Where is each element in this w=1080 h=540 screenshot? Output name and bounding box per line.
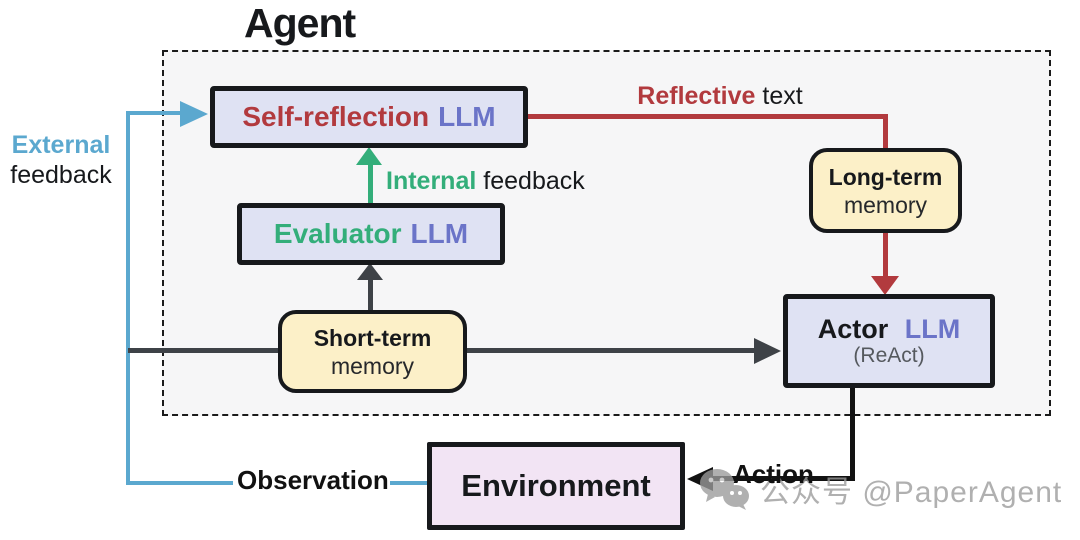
environment-node: Environment (427, 442, 685, 530)
long-term-line2: memory (843, 191, 928, 218)
internal-feedback-arrowhead-icon (356, 147, 382, 165)
external-feedback-line-vertical (126, 111, 130, 485)
reflective-to-longterm-line (883, 114, 888, 150)
shortterm-to-evaluator-line (368, 278, 373, 312)
longterm-to-actor-arrowhead-icon (871, 276, 899, 295)
observation-label: Observation (237, 465, 389, 495)
short-term-memory-node: Short-term memory (278, 310, 467, 393)
reflective-text-line (527, 114, 887, 119)
agent-title: Agent (244, 0, 356, 46)
observation-line-right (390, 481, 428, 485)
actor-llm-suffix: LLM (904, 314, 961, 344)
self-reflection-llm-node: Self-reflection LLM (210, 86, 528, 148)
action-label: Action (733, 459, 814, 489)
short-term-line1: Short-term (313, 324, 432, 351)
actor-llm-node: Actor LLM (ReAct) (783, 294, 995, 388)
environment-label: Environment (461, 468, 651, 503)
longterm-to-actor-line (883, 232, 888, 278)
self-reflection-llm-suffix: LLM (438, 101, 496, 132)
external-feedback-arrowhead-icon (180, 101, 208, 127)
external-feedback-line-top (126, 111, 182, 115)
evaluator-label: Evaluator (273, 218, 402, 249)
observation-line-left (126, 481, 233, 485)
self-reflection-label: Self-reflection (242, 101, 430, 132)
long-term-memory-node: Long-term memory (809, 148, 962, 233)
internal-feedback-line (368, 163, 373, 205)
trajectory-arrowhead-icon (754, 338, 781, 364)
actor-subtitle: (ReAct) (853, 344, 925, 367)
evaluator-llm-node: Evaluator LLM (237, 203, 505, 265)
long-term-line1: Long-term (828, 163, 943, 190)
wechat-icon (700, 469, 749, 510)
external-feedback-label: External feedback (10, 131, 112, 189)
short-term-line2: memory (330, 352, 415, 379)
watermark: 公众号 @PaperAgent (698, 467, 1062, 511)
evaluator-llm-suffix: LLM (410, 218, 469, 249)
shortterm-to-evaluator-arrowhead-icon (357, 263, 383, 280)
action-line-vertical (850, 386, 855, 480)
actor-label: Actor (817, 314, 889, 344)
watermark-text: 公众号 @PaperAgent (760, 476, 1063, 509)
action-line-horizontal (710, 476, 855, 481)
